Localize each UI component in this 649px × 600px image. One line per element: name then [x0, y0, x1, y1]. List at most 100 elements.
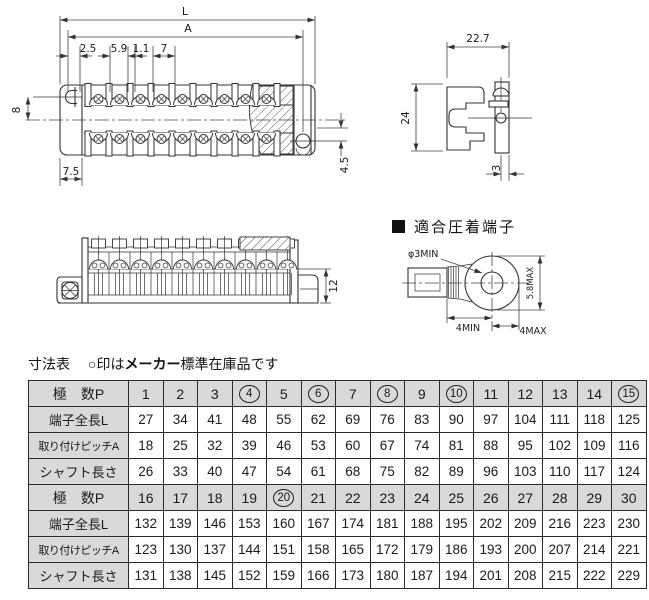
- section-square-icon: [392, 220, 405, 233]
- cover-hatch: [239, 236, 291, 251]
- value-cell: 216: [542, 510, 578, 537]
- value-cell: 174: [335, 510, 371, 537]
- value-cell: 69: [335, 406, 371, 433]
- value-cell: 110: [542, 458, 578, 485]
- value-cell: 75: [369, 458, 405, 485]
- dim-22-7: 22.7: [446, 33, 510, 78]
- crimp-terminal-drawing: φ3MIN 5.8MAX 4MIN 4MAX: [402, 249, 547, 337]
- side-view-drawing: 22.7 24 3: [400, 33, 532, 181]
- value-cell: 181: [369, 510, 405, 537]
- value-cell: 229: [611, 562, 647, 589]
- dim-7-5: 7.5: [59, 158, 83, 186]
- value-cell: 179: [404, 536, 440, 563]
- right-mount-screw: [290, 133, 347, 156]
- crimp-section-heading: 適合圧着端子: [392, 216, 516, 237]
- value-cell: 83: [404, 406, 440, 433]
- value-cell: 209: [507, 510, 543, 537]
- svg-text:L: L: [182, 5, 189, 18]
- value-cell: 194: [438, 562, 474, 589]
- row-label: シャフト長さ: [28, 562, 129, 589]
- value-cell: 104: [507, 406, 543, 433]
- value-cell: 187: [404, 562, 440, 589]
- value-cell: 67: [369, 432, 405, 459]
- value-cell: 68: [335, 458, 371, 485]
- row-label: 取り付けピッチA: [28, 536, 129, 563]
- value-cell: 152: [231, 562, 267, 589]
- pole-count-cell: 12: [507, 380, 543, 407]
- dim-L: L: [59, 5, 316, 84]
- value-cell: 118: [576, 406, 612, 433]
- dim-4min: 4MIN: [446, 299, 492, 334]
- value-cell: 138: [162, 562, 198, 589]
- dim-A: A: [67, 22, 304, 132]
- svg-text:5.9: 5.9: [111, 43, 128, 55]
- value-cell: 41: [197, 406, 233, 433]
- svg-text:4.5: 4.5: [339, 157, 351, 174]
- row-label: 端子全長L: [28, 510, 129, 537]
- value-cell: 223: [576, 510, 612, 537]
- value-cell: 74: [404, 432, 440, 459]
- dim-24: 24: [400, 83, 443, 152]
- row-label: 取り付けピッチA: [28, 432, 129, 459]
- pole-count-cell: 27: [507, 484, 543, 511]
- pole-count-cell: 22: [335, 484, 371, 511]
- value-cell: 76: [369, 406, 405, 433]
- pole-count-cell: 9: [404, 380, 440, 407]
- value-cell: 200: [507, 536, 543, 563]
- dim-8: 8: [11, 97, 31, 120]
- value-cell: 201: [473, 562, 509, 589]
- pole-count-cell: 28: [542, 484, 578, 511]
- pole-count-cell: 4: [231, 380, 267, 407]
- svg-text:12: 12: [328, 279, 340, 292]
- value-cell: 158: [300, 536, 336, 563]
- top-view-drawing: L A 2.5 5.9 1.1: [11, 5, 351, 186]
- dim-7: 7: [152, 43, 176, 92]
- pole-count-cell: 6: [300, 380, 336, 407]
- value-cell: 230: [611, 510, 647, 537]
- svg-text:22.7: 22.7: [466, 33, 489, 45]
- value-cell: 116: [611, 432, 647, 459]
- circled-pole-number: 8: [376, 385, 398, 404]
- pole-count-cell: 24: [404, 484, 440, 511]
- value-cell: 90: [438, 406, 474, 433]
- dim-2-5: 2.5: [56, 43, 96, 92]
- value-cell: 102: [542, 432, 578, 459]
- value-cell: 145: [197, 562, 233, 589]
- value-cell: 202: [473, 510, 509, 537]
- value-cell: 61: [300, 458, 336, 485]
- svg-text:3: 3: [491, 165, 503, 172]
- circled-pole-number: 15: [618, 385, 640, 404]
- value-cell: 109: [576, 432, 612, 459]
- row-label: 極 数P: [28, 484, 129, 511]
- value-cell: 123: [128, 536, 164, 563]
- table-note-prefix: ○印は: [88, 356, 125, 372]
- value-cell: 208: [507, 562, 543, 589]
- value-cell: 131: [128, 562, 164, 589]
- value-cell: 215: [542, 562, 578, 589]
- pole-count-cell: 14: [576, 380, 612, 407]
- svg-text:7.5: 7.5: [63, 166, 80, 178]
- value-cell: 54: [266, 458, 302, 485]
- dim-3: 3: [486, 155, 524, 181]
- value-cell: 34: [162, 406, 198, 433]
- value-cell: 195: [438, 510, 474, 537]
- svg-text:φ3MIN: φ3MIN: [408, 249, 438, 260]
- value-cell: 39: [231, 432, 267, 459]
- dim-hole: φ3MIN: [408, 249, 483, 274]
- value-cell: 132: [128, 510, 164, 537]
- svg-text:8: 8: [11, 107, 23, 114]
- value-cell: 214: [576, 536, 612, 563]
- dim-5-9: 5.9: [98, 43, 140, 92]
- pole-count-cell: 18: [197, 484, 233, 511]
- value-cell: 18: [128, 432, 164, 459]
- value-cell: 88: [473, 432, 509, 459]
- pole-count-cell: 30: [611, 484, 647, 511]
- circled-pole-number: 20: [273, 489, 295, 508]
- value-cell: 62: [300, 406, 336, 433]
- pole-count-cell: 10: [438, 380, 474, 407]
